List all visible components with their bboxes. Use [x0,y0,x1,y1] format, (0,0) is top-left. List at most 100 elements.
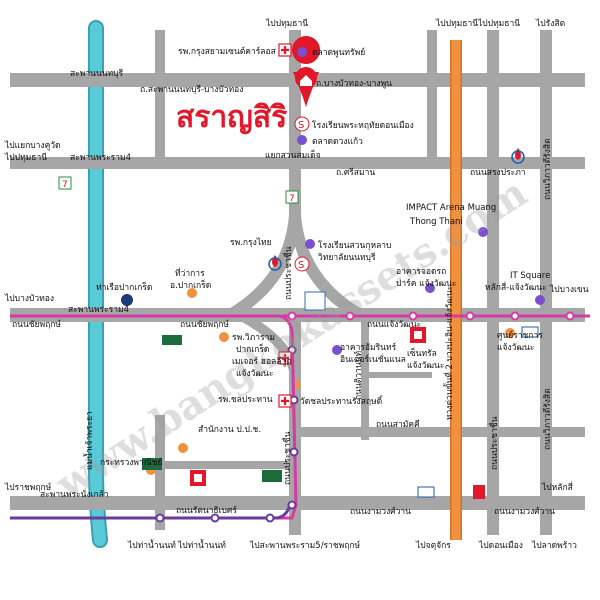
tot-logo-icon [521,326,539,338]
poi-icon [478,227,488,237]
store-icon [142,458,162,470]
svg-text:Thong Thani: Thong Thani [409,217,463,227]
svg-text:กระทรวงพาณิชย์: กระทรวงพาณิชย์ [100,457,162,468]
market-icon [297,47,307,57]
svg-text:ไปท่าน้ำนนท์: ไปท่าน้ำนนท์ [127,539,176,551]
svg-text:รพ.กรุงไทย: รพ.กรุงไทย [230,237,272,248]
road-label: สะพานนนทบุรี [70,68,124,79]
svg-text:ตลาดดวงแก้ว: ตลาดดวงแก้ว [312,136,363,147]
office-icon [505,328,515,338]
svg-text:ไปหลักสี่: ไปหลักสี่ [541,481,574,493]
svg-text:อาคารจอดรถ: อาคารจอดรถ [396,267,446,277]
road-label: ถนนชัยพฤกษ์ [12,319,61,330]
svg-text:ไปลาดพร้าว: ไปลาดพร้าว [531,540,577,551]
seven-eleven-icon: 7 [58,176,72,190]
store-icon [162,335,182,345]
road-label: ถ.สะพานนนทบุรี-บางบัวทอง [140,84,243,95]
svg-text:สำนักงาน ป.ป.ช.: สำนักงาน ป.ป.ช. [198,425,261,435]
svg-text:IT Square: IT Square [510,271,550,281]
tot-logo-icon [417,486,435,498]
svg-text:ที่ว่าการ: ที่ว่าการ [175,267,205,279]
svg-text:ไปสะพานพระราม5/ราชพฤกษ์: ไปสะพานพระราม5/ราชพฤกษ์ [249,540,361,551]
svg-text:ไปบางเขน: ไปบางเขน [549,284,589,295]
road-label: ทางด่วนขั้นที่ 2 บางปะอิน-แจ้งวัฒนะ [443,286,455,420]
road-label: สะพานพระราม4 [68,305,129,315]
svg-text:ไปปทุมธานี: ไปปทุมธานี [477,18,520,29]
svg-text:วิทยาลัยนนทบุรี: วิทยาลัยนนทบุรี [318,252,376,263]
district-office-icon [187,288,197,298]
map-icons: 7 7 S S [58,43,545,499]
seven-eleven-icon: 7 [285,190,299,204]
poi-icon [305,239,315,249]
road-label: ถนนประชาชื่น [281,431,293,485]
road-label: ถนนงามวงศ์วาน [350,506,411,517]
market-icon [297,135,307,145]
road-label: สะพานพระราม4 [70,153,131,163]
bridge-sign-icon [304,291,326,311]
svg-text:รพ.วิภาราม: รพ.วิภาราม [232,333,275,343]
svg-text:อาคารอัมรินทร์: อาคารอัมรินทร์ [340,342,397,353]
road-label: ถนนแจ้งวัฒนะ [367,319,421,330]
svg-text:S: S [298,120,304,131]
gas-station-icon [511,148,525,164]
svg-text:ท่าเรือปากเกร็ด: ท่าเรือปากเกร็ด [96,281,152,293]
road-label: ถนนสรงประภา [470,168,526,178]
road-labels: สะพานนนทบุรี ถ.สะพานนนทบุรี-บางบัวทอง ถ.… [12,68,555,517]
central-logo-icon [410,327,426,343]
road-label: ถนนชัยพฤกษ์ [180,319,229,330]
svg-text:IMPACT Arena Muang: IMPACT Arena Muang [406,203,496,213]
svg-text:7: 7 [289,194,295,204]
svg-text:ไปราชพฤกษ์: ไปราชพฤกษ์ [4,482,52,493]
road-label: ถนนรัตนาธิเบศร์ [176,505,237,516]
school-icon: S [294,116,310,132]
svg-text:แจ้งวัฒนะ: แจ้งวัฒนะ [497,342,534,353]
svg-text:ปากเกร็ด: ปากเกร็ด [236,343,269,355]
river-label: แม่น้ำเจ้าพระยา [83,411,95,470]
svg-text:รพ.กรุงสยามเซนต์คาร์ลอส: รพ.กรุงสยามเซนต์คาร์ลอส [178,46,277,57]
direction-labels: ไปปทุมธานี ไปปทุมธานี ไปปทุมธานี ไปรังสิ… [4,18,589,551]
gas-station-icon [268,255,282,271]
gas-station-icon [295,379,301,389]
svg-text:ไปบางบัวทอง: ไปบางบัวทอง [4,293,54,304]
landmark-labels: รพ.กรุงสยามเซนต์คาร์ลอส ตลาดพูนทรัพย์ โร… [96,46,550,468]
svg-text:แจ้งวัฒนะ: แจ้งวัฒนะ [236,368,273,379]
svg-text:ไปปทุมธานี: ไปปทุมธานี [265,18,308,29]
svg-text:โรงเรียนสวนกุหลาบ: โรงเรียนสวนกุหลาบ [318,240,391,251]
road-label: ถนนสามัคคี [376,419,420,430]
store-icon [262,470,282,482]
svg-text:โรงเรียนพระหฤทัยดอนเมือง: โรงเรียนพระหฤทัยดอนเมือง [312,120,414,131]
svg-text:ไปแยกบางคูวัด: ไปแยกบางคูวัด [4,140,61,151]
road-label: ถนนงามวงศ์วาน [494,506,555,517]
svg-text:รพ.ชลประทาน: รพ.ชลประทาน [218,395,273,405]
poi-icon [332,345,342,355]
rail-lines [10,311,590,523]
project-name: สราญสิริ [176,100,287,135]
svg-text:แจ้งวัฒนะ: แจ้งวัฒนะ [407,360,444,371]
svg-text:ไปปทุมธานี: ไปปทุมธานี [4,152,47,163]
svg-text:ศูนย์ราชการ: ศูนย์ราชการ [497,330,543,341]
school-icon: S [294,256,310,272]
central-logo-icon [190,470,206,486]
road-label: ถ.บางบัวทอง-บางพูน [316,79,392,89]
svg-text:เมเจอร์ ฮอลลีวูด: เมเจอร์ ฮอลลีวูด [232,356,292,367]
pier-icon [121,294,133,306]
svg-text:7: 7 [62,180,68,190]
road-label: ถ.ศรีสมาน [336,167,375,178]
svg-text:ไปปทุมธานี: ไปปทุมธานี [435,18,478,29]
hospital-icon [278,351,292,365]
svg-text:ตลาดพูนทรัพย์: ตลาดพูนทรัพย์ [312,47,365,58]
svg-text:ไปจตุจักร: ไปจตุจักร [415,540,451,551]
road-label: ถนนประชาชื่น [488,416,500,470]
svg-text:วัดชลประทานรังสฤษดิ์: วัดชลประทานรังสฤษดิ์ [300,395,384,407]
office-icon [178,443,188,453]
svg-text:ไปท่าน้ำนนท์: ไปท่าน้ำนนท์ [177,539,226,551]
svg-text:อินเตอร์เนชั่นแนล: อินเตอร์เนชั่นแนล [340,353,406,365]
road-label: แยกสวนสมเด็จ [265,149,321,161]
road-label: ถนนประชาชื่น [282,246,294,300]
svg-text:หลักสี่-แจ้งวัฒนะ: หลักสี่-แจ้งวัฒนะ [485,281,547,293]
hospital-dot-icon [219,332,229,342]
svg-text:ไปรังสิต: ไปรังสิต [535,18,565,29]
svg-text:ปาร์ค แจ้งวัฒนะ: ปาร์ค แจ้งวัฒนะ [396,278,457,289]
road-label: ถนนวิภาวดีรังสิต [542,388,553,450]
